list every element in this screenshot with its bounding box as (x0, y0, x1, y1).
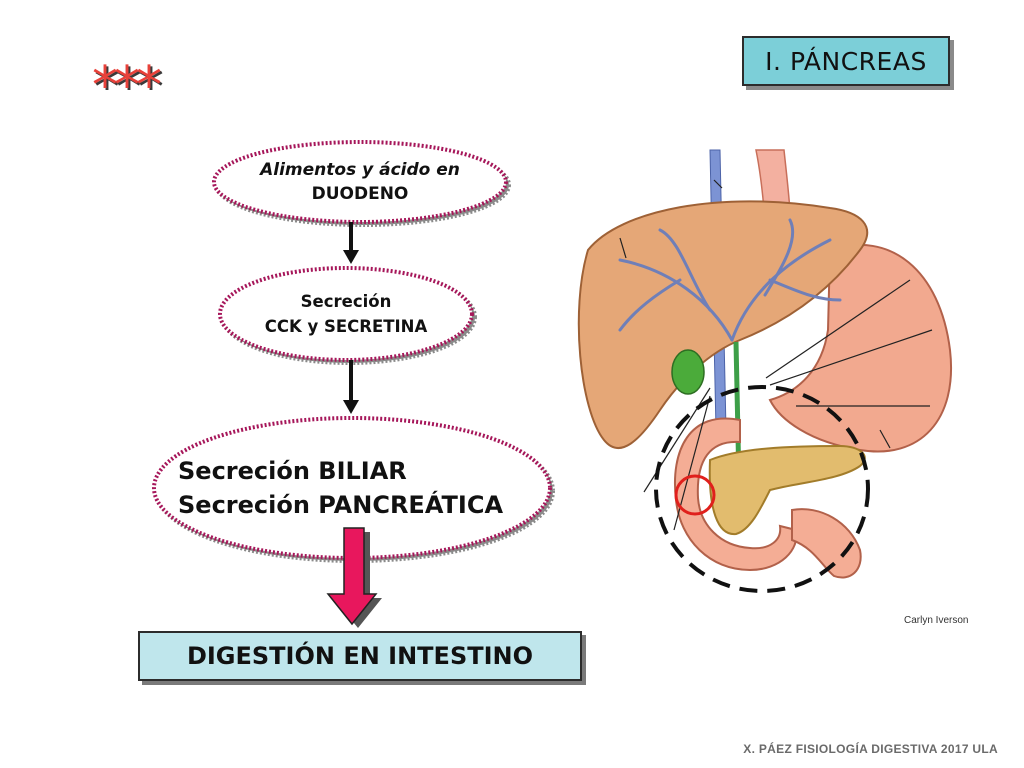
pancreas-shape (708, 444, 866, 536)
jejunum-shape (791, 508, 862, 579)
step-duodeno-line2: DUODENO (311, 184, 409, 204)
dashed-highlight-circle (654, 385, 870, 593)
ellipse-cck (218, 266, 474, 362)
step-cck-line1: Secreción (300, 292, 392, 311)
footer-text: X. PÁEZ FISIOLOGÍA DIGESTIVA 2017 ULA (743, 742, 998, 756)
ellipse-secrecion (152, 416, 552, 560)
ampulla-marker (674, 474, 716, 516)
arrow-1-head (343, 250, 359, 264)
ellipse-duodeno (212, 140, 508, 224)
step-secrecion-line1: Secreción BILIAR (178, 457, 407, 485)
page-title: I. PÁNCREAS (742, 36, 950, 86)
step-secrecion-text: Secreción BILIAR Secreción PANCREÁTICA (152, 418, 552, 558)
step-cck-line2: CCK y SECRETINA (264, 317, 428, 336)
liver-vessels (618, 218, 842, 342)
step-duodeno-line1: Alimentos y ácido en (260, 160, 460, 180)
gallbladder-shape (671, 349, 705, 395)
arrow-2-head (343, 400, 359, 414)
result-box: DIGESTIÓN EN INTESTINO (138, 631, 582, 681)
step-secrecion-line2: Secreción PANCREÁTICA (178, 491, 504, 519)
stars-icon: *** (92, 56, 162, 116)
step-cck-text: Secreción CCK y SECRETINA (220, 268, 472, 360)
illustration-credit: Carlyn Iverson (904, 615, 969, 626)
step-duodeno-text: Alimentos y ácido en DUODENO (214, 140, 506, 224)
arrow-pink (326, 527, 378, 626)
anatomy-illustration (560, 130, 980, 630)
